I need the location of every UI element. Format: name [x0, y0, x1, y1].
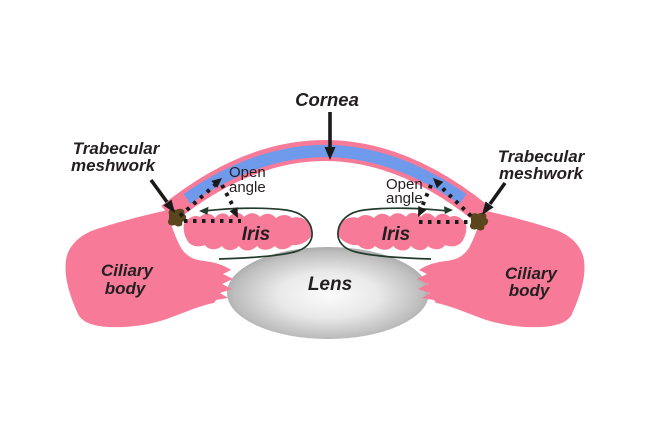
trabecular-meshwork-label-right-line2: meshwork — [499, 164, 585, 183]
open-angle-label-left-line2: angle — [229, 179, 266, 196]
angle-dashed-edge — [435, 181, 473, 218]
trabecular-meshwork-label-left-line2: meshwork — [71, 156, 157, 175]
trabecular-meshwork-label-left-line1: Trabecular — [73, 139, 161, 158]
trabecular-pointer-arrow-right — [482, 181, 507, 215]
trabecular-arrowhead-right — [482, 201, 494, 215]
aqueous-flow-arrow-left — [199, 206, 313, 260]
ciliary-body-label-left-line2: body — [105, 279, 147, 298]
angle-down-arrowhead-right — [418, 206, 427, 217]
trabecular-meshwork-left-shape — [167, 208, 187, 227]
flow-arrowhead-left — [199, 206, 209, 215]
aqueous-flow-arrow-right — [337, 206, 453, 260]
lens-shape — [227, 247, 429, 339]
open-angle-marker-right — [419, 181, 473, 224]
cornea-label: Cornea — [295, 89, 359, 110]
open-angle-marker-left — [178, 182, 241, 223]
cornea-arrowhead — [324, 147, 336, 160]
angle-apex-arrowhead-right — [433, 178, 444, 189]
ciliary-body-label-right-line1: Ciliary — [505, 264, 559, 283]
open-angle-label-right-line2: angle — [386, 190, 423, 207]
trabecular-pointer-arrow-left — [149, 178, 175, 213]
ciliary-body-right-shape — [417, 210, 585, 328]
open-angle-label-left-line1: Open — [229, 164, 266, 181]
ciliary-body-label-left-line1: Ciliary — [101, 261, 155, 280]
lens-label: Lens — [308, 274, 352, 295]
angle-down-arrowhead-left — [229, 207, 238, 218]
iris-left-shape — [183, 212, 313, 251]
cornea-pointer-arrow — [324, 112, 336, 160]
open-angle-label-right-line1: Open — [386, 176, 423, 193]
iris-right-shape — [337, 212, 467, 251]
trabecular-meshwork-right-shape — [469, 212, 489, 231]
angle-apex-arrowhead-left — [211, 178, 222, 188]
ciliary-body-left-shape — [65, 210, 233, 328]
ciliary-body-label-right-line2: body — [509, 281, 551, 300]
iris-label-right: Iris — [382, 224, 411, 245]
trabecular-arrowhead-left — [163, 199, 175, 213]
flow-arrowhead-right — [444, 206, 453, 214]
cornea-inner-blue-layer — [183, 145, 467, 204]
trabecular-meshwork-label-right-line1: Trabecular — [498, 147, 586, 166]
iris-label-left: Iris — [242, 224, 271, 245]
